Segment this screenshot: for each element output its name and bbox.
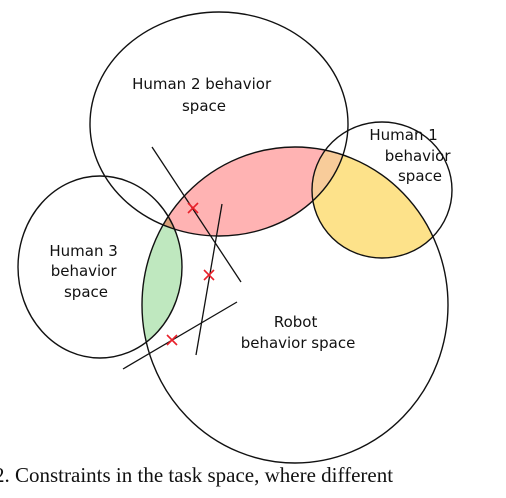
robot-circle <box>141 146 449 464</box>
x-marker <box>166 334 178 346</box>
constraint-line <box>151 146 242 283</box>
human1-label-line3: space <box>398 167 442 185</box>
figure-caption: 2. Constraints in the task space, where … <box>0 463 394 487</box>
human1-circle <box>311 121 453 259</box>
human3-label-line1: Human 3 <box>49 242 117 260</box>
human3-label: Human 3 behavior space <box>49 242 122 301</box>
robot-label-line2: behavior space <box>241 334 356 352</box>
region-outlines <box>17 11 453 464</box>
human1-label: Human 1 behavior space <box>369 126 455 185</box>
constraint-line <box>195 203 223 356</box>
human2-circle <box>89 11 349 237</box>
robot-label-line1: Robot <box>274 313 318 331</box>
human1-label-line1: Human 1 <box>369 126 437 144</box>
human3-circle <box>17 175 183 359</box>
human2-label-line1: Human 2 behavior <box>132 75 272 93</box>
human2-label-line2: space <box>182 97 226 115</box>
robot-human2-overlap <box>142 147 348 236</box>
x-marker <box>187 202 199 214</box>
constraint-line <box>122 301 238 370</box>
x-marker <box>203 269 215 281</box>
robot-human2-fill <box>142 147 348 236</box>
human2-label: Human 2 behavior space <box>132 75 276 115</box>
human1-label-line2: behavior <box>385 147 452 165</box>
robot-label: Robot behavior space <box>241 313 356 352</box>
constraint-markers <box>166 202 215 346</box>
constraint-lines <box>122 146 242 370</box>
human3-label-line3: space <box>64 283 108 301</box>
human3-label-line2: behavior <box>51 262 118 280</box>
